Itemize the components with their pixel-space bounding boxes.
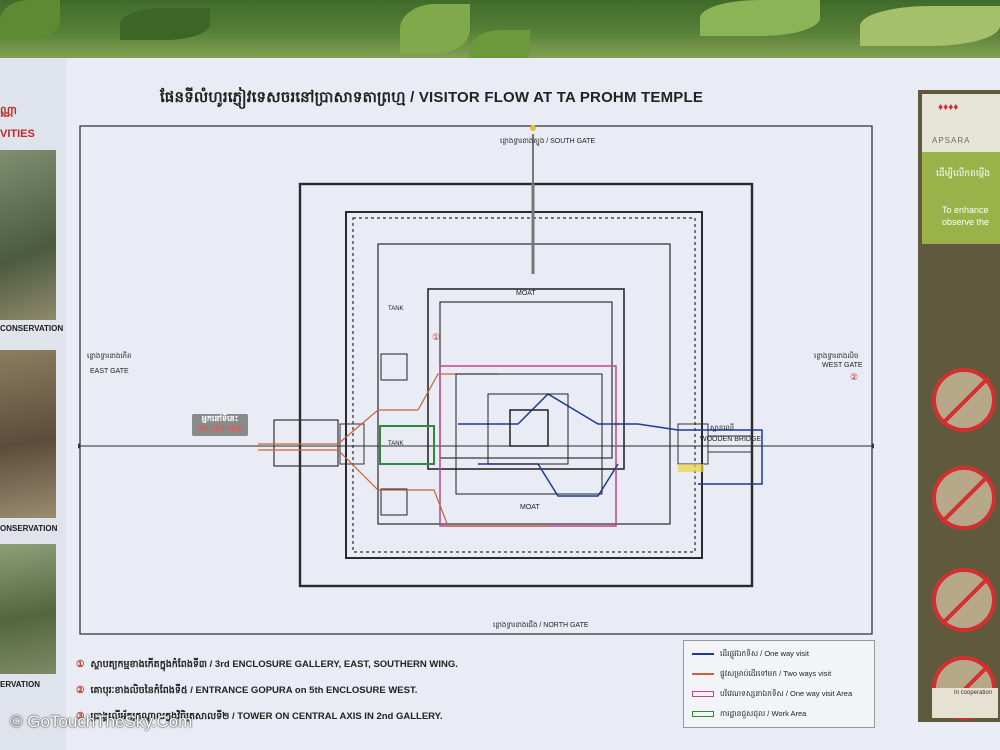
you-are-here-kh: អ្នកនៅទីនេះ bbox=[201, 414, 239, 423]
map-sign: ណ្ណា VITIES CONSERVATION ONSERVATION ERV… bbox=[0, 58, 1000, 750]
outer-enclosure bbox=[298, 182, 754, 588]
temple-photo bbox=[0, 350, 56, 518]
leaf bbox=[860, 6, 1000, 46]
note-number: ③ bbox=[76, 711, 85, 722]
notice-line: To enhance bbox=[942, 205, 989, 215]
wooden-bridge-label: WOODEN BRIDGE bbox=[700, 436, 762, 443]
prohibition-icon bbox=[932, 568, 996, 632]
outer-boundary bbox=[79, 125, 873, 635]
lotus-icon: ♦♦♦♦ bbox=[938, 102, 959, 113]
legend-item: ផ្លូវសម្រាប់ដើរទៅមក / Two ways visit bbox=[692, 669, 831, 680]
moat-label: MOAT bbox=[516, 290, 536, 297]
east-gate-label: EAST GATE bbox=[90, 368, 129, 375]
south-gate-label: ខ្លោងទ្វារខាងត្បូង / SOUTH GATE bbox=[500, 138, 596, 145]
notice-text-kh: ដើម្បីលើកតម្កើង bbox=[936, 168, 991, 178]
notice-box: ដើម្បីលើកតម្កើង To enhance observe the bbox=[922, 152, 1000, 244]
moat-label: MOAT bbox=[520, 504, 540, 511]
temple-photo bbox=[0, 544, 56, 674]
notice-line: observe the bbox=[942, 217, 990, 227]
note-text: គោបុរៈខាងលិចនៃកំពែងទី៥ / ENTRANCE GOPURA… bbox=[90, 685, 418, 696]
marker-1: ① bbox=[432, 332, 441, 342]
right-info-panel: ♦♦♦♦ APSARA ដើម្បីលើកតម្កើង To enhance o… bbox=[918, 90, 1000, 722]
two-way-swatch bbox=[692, 673, 714, 676]
legend-text: ផ្លូវសម្រាប់ដើរទៅមក / Two ways visit bbox=[720, 669, 832, 678]
leaf bbox=[0, 0, 60, 40]
left-info-panel: ណ្ណា VITIES CONSERVATION ONSERVATION ERV… bbox=[0, 58, 66, 750]
temple-photo bbox=[0, 150, 56, 320]
legend-text: បរិវេណទស្សនាឯកទិស / One way visit Area bbox=[720, 689, 853, 698]
photo-caption: ONSERVATION bbox=[0, 524, 58, 533]
note-text: ស្ថាបត្យកម្មខាងកើតក្នុងកំពែងទី៣ / 3rd EN… bbox=[90, 659, 458, 670]
note-item: ② គោបុរៈខាងលិចនៃកំពែងទី៥ / ENTRANCE GOPUR… bbox=[76, 684, 417, 698]
area-swatch bbox=[692, 691, 714, 698]
notice-text-en: To enhance observe the bbox=[942, 204, 989, 228]
photo-caption: ERVATION bbox=[0, 680, 41, 689]
leaf bbox=[700, 0, 820, 36]
wooden-bridge-label-kh: ស្ពានឈើ bbox=[710, 425, 735, 432]
apsara-header: ♦♦♦♦ APSARA bbox=[922, 94, 1000, 152]
sign-title: ផែនទីលំហូរភ្ញៀវទេសចរនៅប្រាសាទតាព្រហ្ម / … bbox=[160, 89, 704, 106]
west-gate-label-kh: ខ្លោងទ្វារខាងលិច bbox=[814, 353, 859, 360]
note-text: ប្រាង្គលើអ័ក្សកណ្ដាលក្នុងវិចិត្រសាលទី២ /… bbox=[90, 711, 443, 722]
photo-caption: CONSERVATION bbox=[0, 324, 64, 333]
east-gate-label-kh: ខ្លោងទ្វារខាងកើត bbox=[87, 353, 132, 360]
note-item: ③ ប្រាង្គលើអ័ក្សកណ្ដាលក្នុងវិចិត្រសាលទី២ … bbox=[76, 710, 443, 724]
temple-plan bbox=[78, 125, 874, 635]
west-gate-label: WEST GATE bbox=[822, 362, 863, 369]
prohibition-icon bbox=[932, 466, 996, 530]
watermark: © GoTouchTheSky.Com bbox=[10, 712, 193, 731]
legend-item: បរិវេណទស្សនាឯកទិស / One way visit Area bbox=[692, 689, 852, 700]
you-are-here-en: You are here bbox=[197, 424, 243, 433]
legend-item: ការដ្ឋានជួសជុល / Work Area bbox=[692, 709, 806, 720]
legend-text: ដើរផ្លូវឯកទិស / One way visit bbox=[720, 649, 809, 658]
foliage-background bbox=[0, 0, 1000, 70]
map-legend: ដើរផ្លូវឯកទិស / One way visit ផ្លូវសម្រា… bbox=[683, 640, 875, 728]
work-area-swatch bbox=[692, 711, 714, 718]
tank-label: TANK bbox=[388, 441, 404, 447]
legend-text: ការដ្ឋានជួសជុល / Work Area bbox=[720, 709, 807, 718]
cooperation-text: In cooperation bbox=[954, 690, 993, 696]
you-are-here-marker: អ្នកនៅទីនេះ You are here bbox=[192, 414, 248, 436]
partner-logos: In cooperation bbox=[932, 688, 998, 718]
note-number: ① bbox=[76, 659, 85, 670]
prohibition-icon bbox=[932, 368, 996, 432]
legend-item: ដើរផ្លូវឯកទិស / One way visit bbox=[692, 649, 809, 660]
note-number: ② bbox=[76, 685, 85, 696]
tank-label: TANK bbox=[388, 306, 404, 312]
north-gate-label: ខ្លោងទ្វារខាងជើង / NORTH GATE bbox=[493, 622, 589, 629]
leaf bbox=[400, 4, 470, 54]
note-item: ① ស្ថាបត្យកម្មខាងកើតក្នុងកំពែងទី៣ / 3rd E… bbox=[76, 658, 458, 672]
left-heading-kh: ណ្ណា bbox=[0, 105, 17, 117]
apsara-logo-text: APSARA bbox=[932, 136, 971, 145]
marker-2: ② bbox=[850, 372, 859, 382]
leaf bbox=[120, 8, 210, 40]
one-way-swatch bbox=[692, 653, 714, 656]
left-heading-en: VITIES bbox=[0, 128, 35, 140]
